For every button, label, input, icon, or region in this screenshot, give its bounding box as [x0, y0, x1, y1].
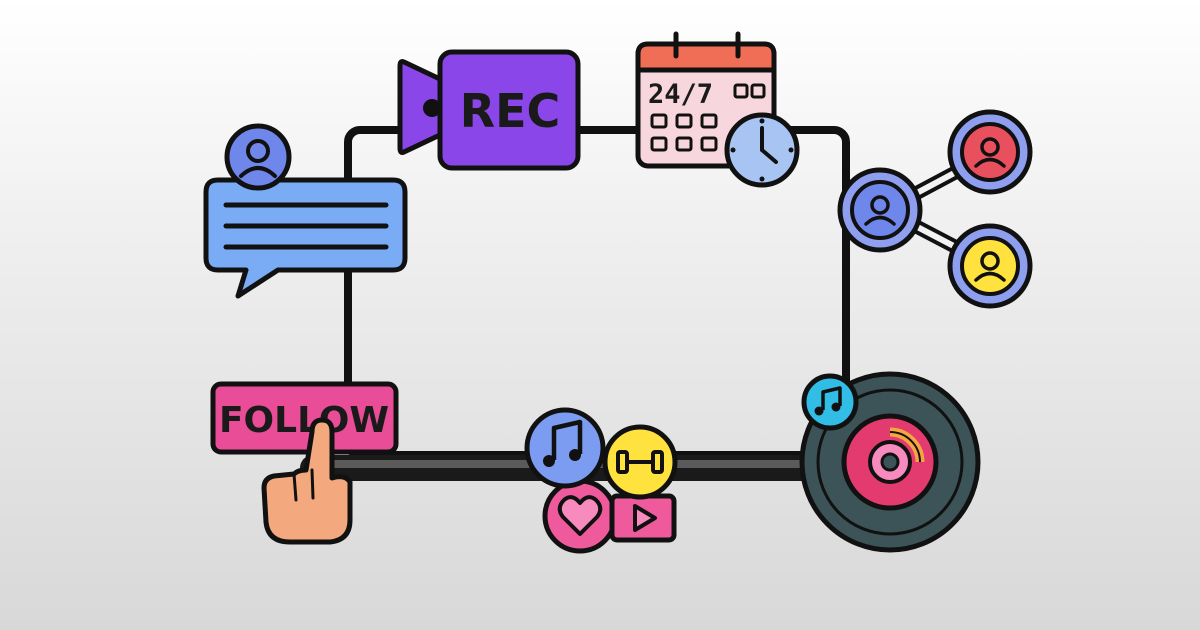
avatar-blue [837, 167, 923, 253]
video-camera-icon: REC [397, 49, 581, 171]
dumbbell-icon [602, 424, 678, 500]
share-network-icon [837, 109, 1033, 309]
clock-icon [724, 112, 800, 188]
avatar-red [947, 109, 1033, 195]
user-avatar-icon [224, 123, 292, 191]
music-note-badge-icon [801, 373, 859, 431]
avatar-yellow [947, 223, 1033, 309]
pointing-hand-icon [261, 417, 353, 545]
music-note-icon [524, 407, 606, 489]
play-icon [609, 493, 677, 543]
follow-label: FOLLOW [219, 400, 389, 441]
rec-label: REC [460, 84, 561, 138]
heart-icon [542, 478, 618, 554]
follow-button-icon: FOLLOW [210, 381, 399, 455]
schedule-label: 24/7 [648, 79, 713, 110]
chat-bubble-icon [203, 177, 408, 299]
